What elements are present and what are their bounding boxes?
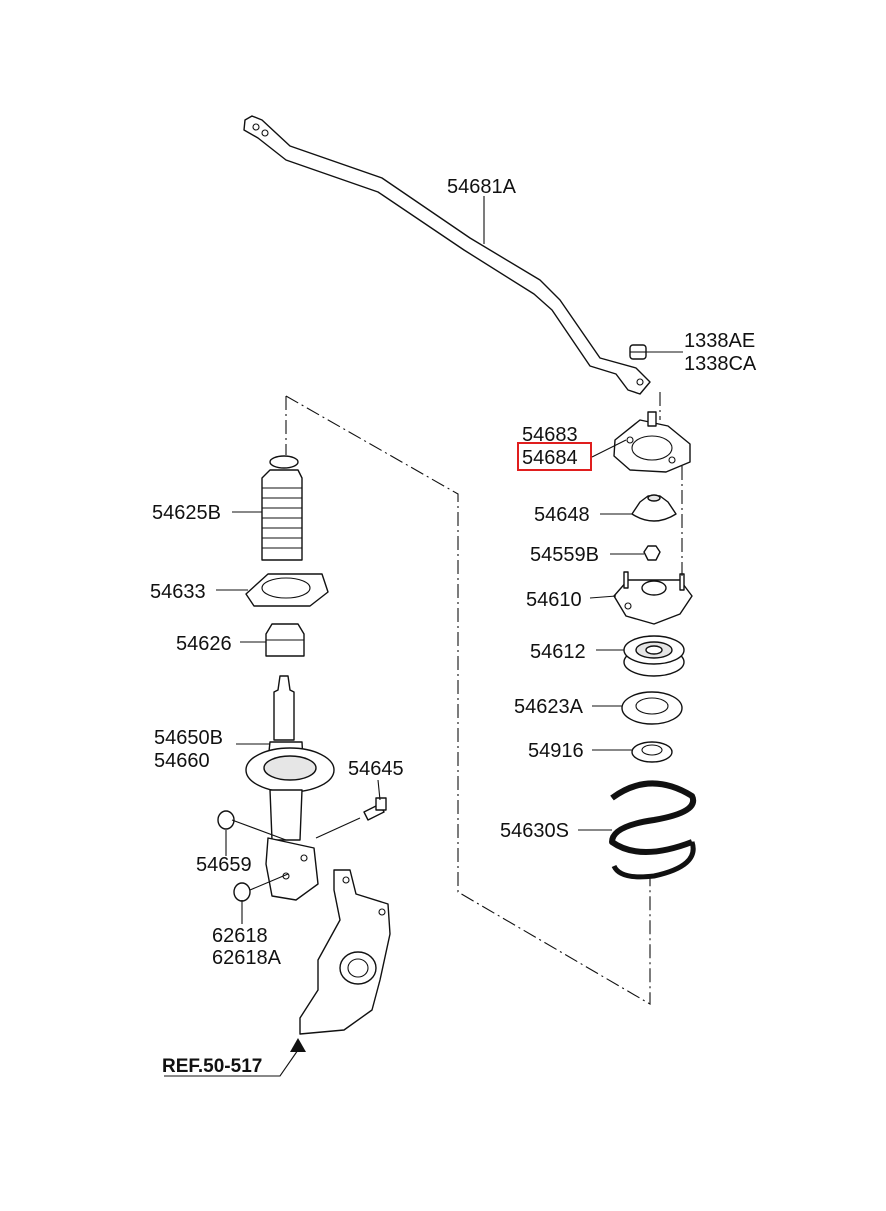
label-54625B[interactable]: 54625B bbox=[152, 502, 221, 524]
nut-1338-illustration[interactable] bbox=[629, 344, 647, 360]
bump-stopper-boot-54625B-illustration[interactable] bbox=[261, 455, 303, 561]
dust-cover-54648-illustration[interactable] bbox=[631, 494, 677, 522]
label-54684[interactable]: 54684 bbox=[522, 447, 578, 469]
strut-mount-54610-illustration[interactable] bbox=[613, 571, 693, 625]
label-54559B[interactable]: 54559B bbox=[530, 544, 599, 566]
label-54916[interactable]: 54916 bbox=[528, 740, 584, 762]
spring-pad-54916-illustration[interactable] bbox=[631, 741, 673, 763]
insulator-plate-54684-illustration[interactable] bbox=[613, 411, 691, 473]
label-54610[interactable]: 54610 bbox=[526, 589, 582, 611]
label-54650B[interactable]: 54650B bbox=[154, 727, 223, 749]
spring-seat-54623A-illustration[interactable] bbox=[621, 691, 683, 725]
label-54681A[interactable]: 54681A bbox=[447, 176, 517, 198]
ref-label[interactable]: REF.50-517 bbox=[162, 1056, 262, 1077]
label-54633[interactable]: 54633 bbox=[150, 581, 206, 603]
label-54648[interactable]: 54648 bbox=[534, 504, 590, 526]
label-54630S[interactable]: 54630S bbox=[500, 820, 569, 842]
label-1338CA[interactable]: 1338CA bbox=[684, 353, 757, 375]
nut-54559B-illustration[interactable] bbox=[643, 545, 661, 561]
stabilizer-bar-illustration[interactable] bbox=[243, 115, 651, 395]
nut-62618-illustration[interactable] bbox=[233, 882, 251, 902]
bumper-54626-illustration[interactable] bbox=[265, 623, 305, 657]
label-54659[interactable]: 54659 bbox=[196, 854, 252, 876]
label-54626[interactable]: 54626 bbox=[176, 633, 232, 655]
label-54645[interactable]: 54645 bbox=[348, 758, 404, 780]
knuckle-illustration[interactable] bbox=[299, 869, 391, 1035]
label-54683[interactable]: 54683 bbox=[522, 424, 578, 446]
label-62618[interactable]: 62618 bbox=[212, 925, 268, 947]
part-labels: 54681A 1338AE 1338CA 54683 54684 54648 5… bbox=[150, 176, 757, 1077]
bearing-54612-illustration[interactable] bbox=[623, 635, 685, 677]
strut-assembly-54650B-illustration[interactable] bbox=[245, 675, 335, 901]
label-54612[interactable]: 54612 bbox=[530, 641, 586, 663]
label-54623A[interactable]: 54623A bbox=[514, 696, 584, 718]
assembly-boundary bbox=[285, 392, 683, 1005]
coil-spring-54630S-illustration[interactable] bbox=[609, 780, 697, 880]
nut-54659-illustration[interactable] bbox=[217, 810, 235, 830]
spring-seat-54633-illustration[interactable] bbox=[245, 573, 329, 607]
label-62618A[interactable]: 62618A bbox=[212, 947, 282, 969]
label-1338AE[interactable]: 1338AE bbox=[684, 330, 755, 352]
leader-lines bbox=[216, 196, 683, 924]
label-54660[interactable]: 54660 bbox=[154, 750, 210, 772]
bolt-54645-illustration[interactable] bbox=[363, 797, 387, 821]
highlight-box-54684 bbox=[517, 442, 592, 471]
ref-arrow bbox=[164, 1038, 306, 1077]
